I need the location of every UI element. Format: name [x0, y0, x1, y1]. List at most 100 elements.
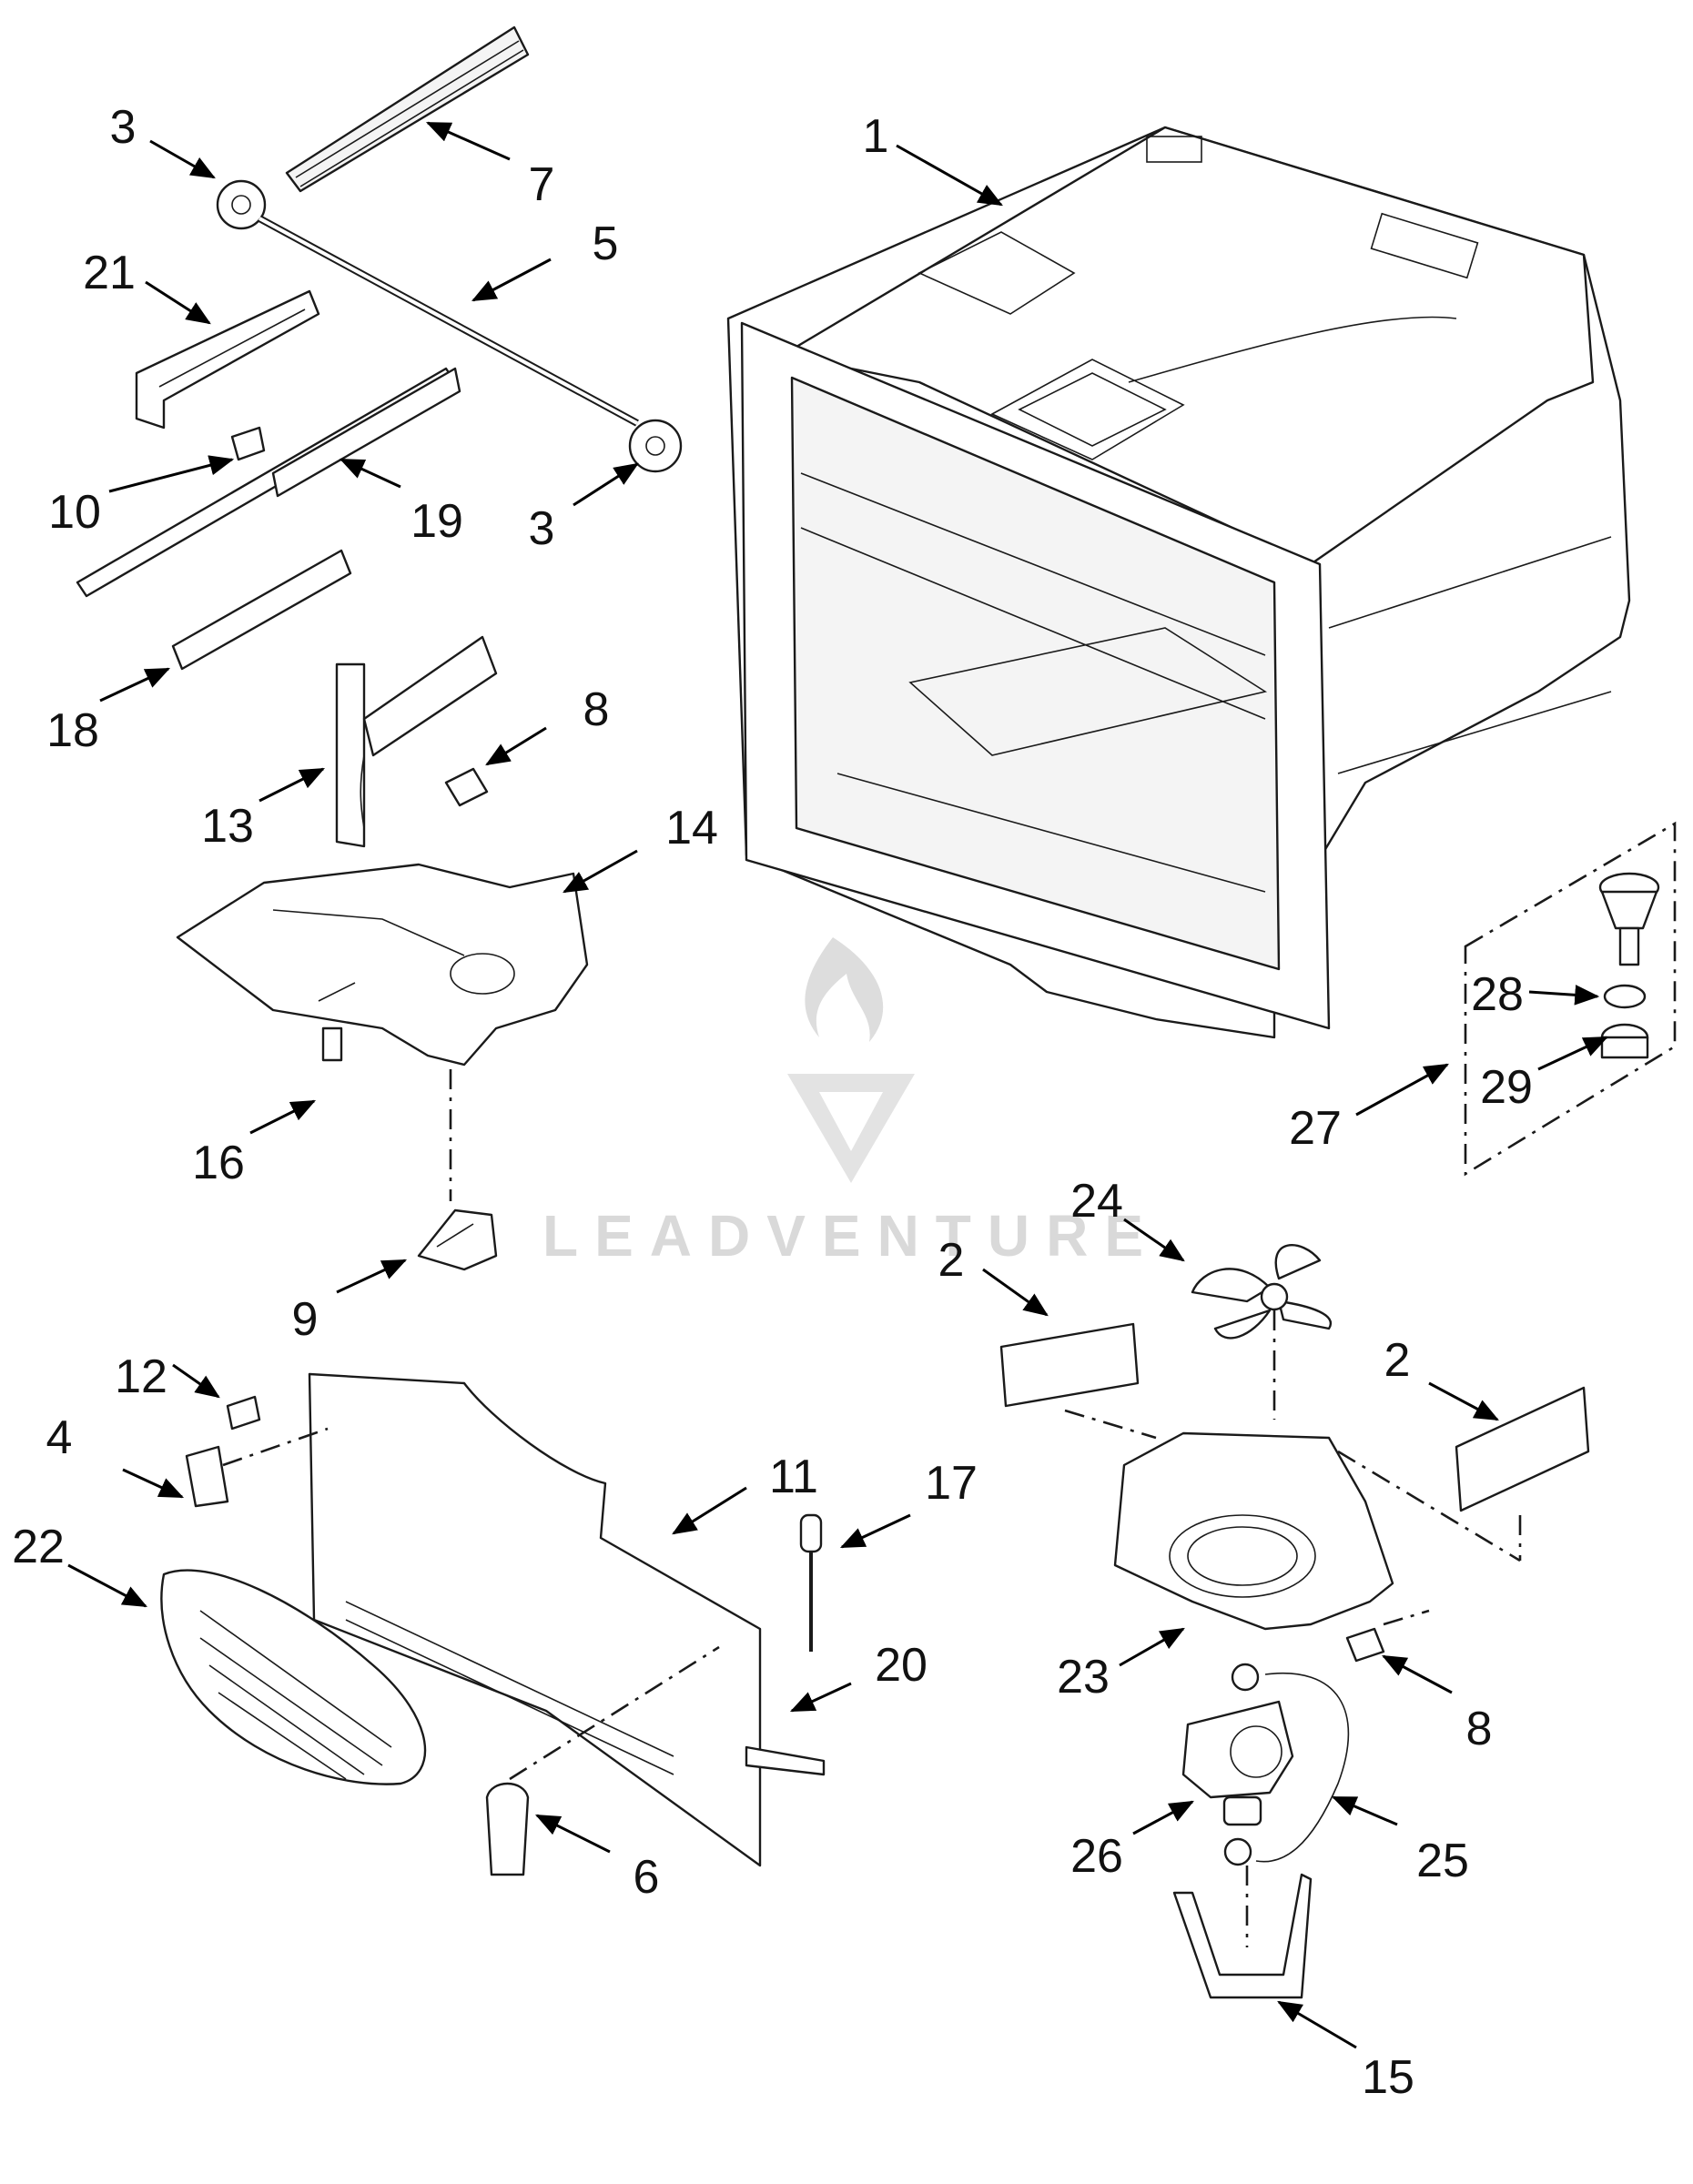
callout-26: 26 [1070, 1830, 1123, 1883]
callout-19: 19 [411, 495, 463, 548]
leader-24 [1123, 1218, 1185, 1262]
part-11-rear-cover [308, 1372, 762, 1867]
leader-2a [982, 1268, 1049, 1317]
leader-lines [67, 121, 1609, 2049]
part-12-screw [226, 1395, 261, 1431]
leader-7 [425, 121, 511, 161]
part-27-grommet-kit-box [1464, 821, 1677, 1177]
leader-19 [339, 458, 401, 489]
leader-15 [1277, 2000, 1357, 2049]
part-26-fan-motor [1181, 1663, 1294, 1826]
callout-15: 15 [1362, 2051, 1414, 2104]
part-2b-foam-pad [1455, 1386, 1590, 1561]
part-18-slide-rail [171, 549, 352, 671]
callout-22: 22 [12, 1521, 65, 1573]
part-20-foam-strip [745, 1745, 826, 1776]
leader-11 [672, 1486, 747, 1535]
leader-3b [573, 462, 639, 507]
callout-3a: 3 [110, 101, 137, 154]
callout-6: 6 [634, 1851, 660, 1904]
callout-1: 1 [863, 110, 889, 163]
part-10-screw [230, 426, 266, 461]
callout-27: 27 [1289, 1102, 1342, 1155]
leader-8a [485, 726, 547, 766]
part-25-wire-harness [1255, 1672, 1350, 1863]
callout-29: 29 [1480, 1061, 1533, 1114]
leader-17 [839, 1513, 911, 1549]
leader-20 [789, 1682, 852, 1713]
leader-26 [1132, 1800, 1194, 1835]
callout-14: 14 [665, 802, 718, 854]
callout-11: 11 [769, 1451, 818, 1503]
leader-9 [336, 1259, 408, 1294]
leader-1 [896, 144, 1003, 207]
leader-14 [563, 849, 638, 894]
callout-2b: 2 [1384, 1334, 1411, 1387]
part-14-air-duct [176, 863, 589, 1201]
part-1-cabinet-liner [726, 126, 1631, 1039]
leader-13 [259, 767, 326, 803]
callout-24: 24 [1070, 1175, 1123, 1228]
part-8b-screw [1345, 1609, 1430, 1663]
leader-25 [1331, 1795, 1398, 1826]
v-logo-icon [787, 1074, 915, 1183]
part-8a-screw [444, 767, 489, 807]
callout-17: 17 [925, 1457, 978, 1510]
callout-9: 9 [292, 1293, 319, 1346]
callout-labels: 1 2 2 3 3 4 5 6 7 8 8 9 10 11 12 13 14 1… [12, 101, 1533, 2104]
callout-25: 25 [1416, 1835, 1469, 1887]
leader-10 [108, 455, 235, 493]
part-28-ring [1603, 984, 1647, 1009]
leader-8b [1382, 1654, 1453, 1694]
callout-3b: 3 [529, 502, 555, 555]
leader-28 [1528, 985, 1600, 1006]
callout-7: 7 [529, 158, 555, 211]
part-16-clip [321, 1026, 343, 1062]
callout-5: 5 [593, 217, 619, 270]
part-27-nozzle [1598, 872, 1660, 966]
callout-12: 12 [115, 1350, 167, 1403]
part-7-rail-cover [285, 25, 530, 193]
part-13-bracket [335, 635, 498, 848]
leader-21 [145, 280, 211, 325]
part-2a-foam-pad [999, 1322, 1157, 1440]
leader-12 [172, 1363, 220, 1399]
part-3a-gear [216, 179, 267, 230]
callout-4: 4 [46, 1411, 73, 1464]
part-29-grommet [1600, 1023, 1649, 1059]
flame-logo-icon [805, 937, 884, 1042]
watermark: LEADVENTURE [542, 937, 1160, 1269]
callout-21: 21 [83, 247, 136, 299]
callout-2a: 2 [938, 1234, 965, 1287]
part-5-shaft [258, 215, 639, 427]
part-3b-gear [628, 419, 683, 473]
leader-6 [534, 1814, 611, 1854]
leader-5 [471, 258, 552, 302]
leader-22 [67, 1563, 147, 1608]
callout-18: 18 [46, 704, 99, 757]
part-23-fan-shroud [1113, 1431, 1521, 1631]
leader-2b [1428, 1381, 1499, 1421]
callout-28: 28 [1471, 968, 1524, 1021]
watermark-text: LEADVENTURE [542, 1203, 1160, 1269]
leader-23 [1119, 1627, 1185, 1667]
part-17-sensor [799, 1513, 823, 1652]
leader-3a [149, 139, 216, 179]
callout-8a: 8 [583, 683, 610, 736]
callout-23: 23 [1057, 1651, 1110, 1704]
part-21-slide-bracket [135, 289, 320, 430]
callout-20: 20 [875, 1639, 928, 1692]
leader-16 [249, 1099, 317, 1135]
part-6-shutter [485, 1645, 720, 1876]
leader-4 [122, 1468, 185, 1499]
part-9-damper [417, 1208, 498, 1271]
part-4-bracket [185, 1427, 329, 1508]
part-24-fan-blade [1191, 1244, 1333, 1420]
callout-10: 10 [48, 486, 101, 539]
part-22-grille [160, 1569, 427, 1785]
part-19-slide-rail [76, 367, 461, 598]
callout-8b: 8 [1466, 1703, 1493, 1755]
callout-16: 16 [192, 1137, 245, 1189]
leader-27 [1355, 1063, 1449, 1117]
